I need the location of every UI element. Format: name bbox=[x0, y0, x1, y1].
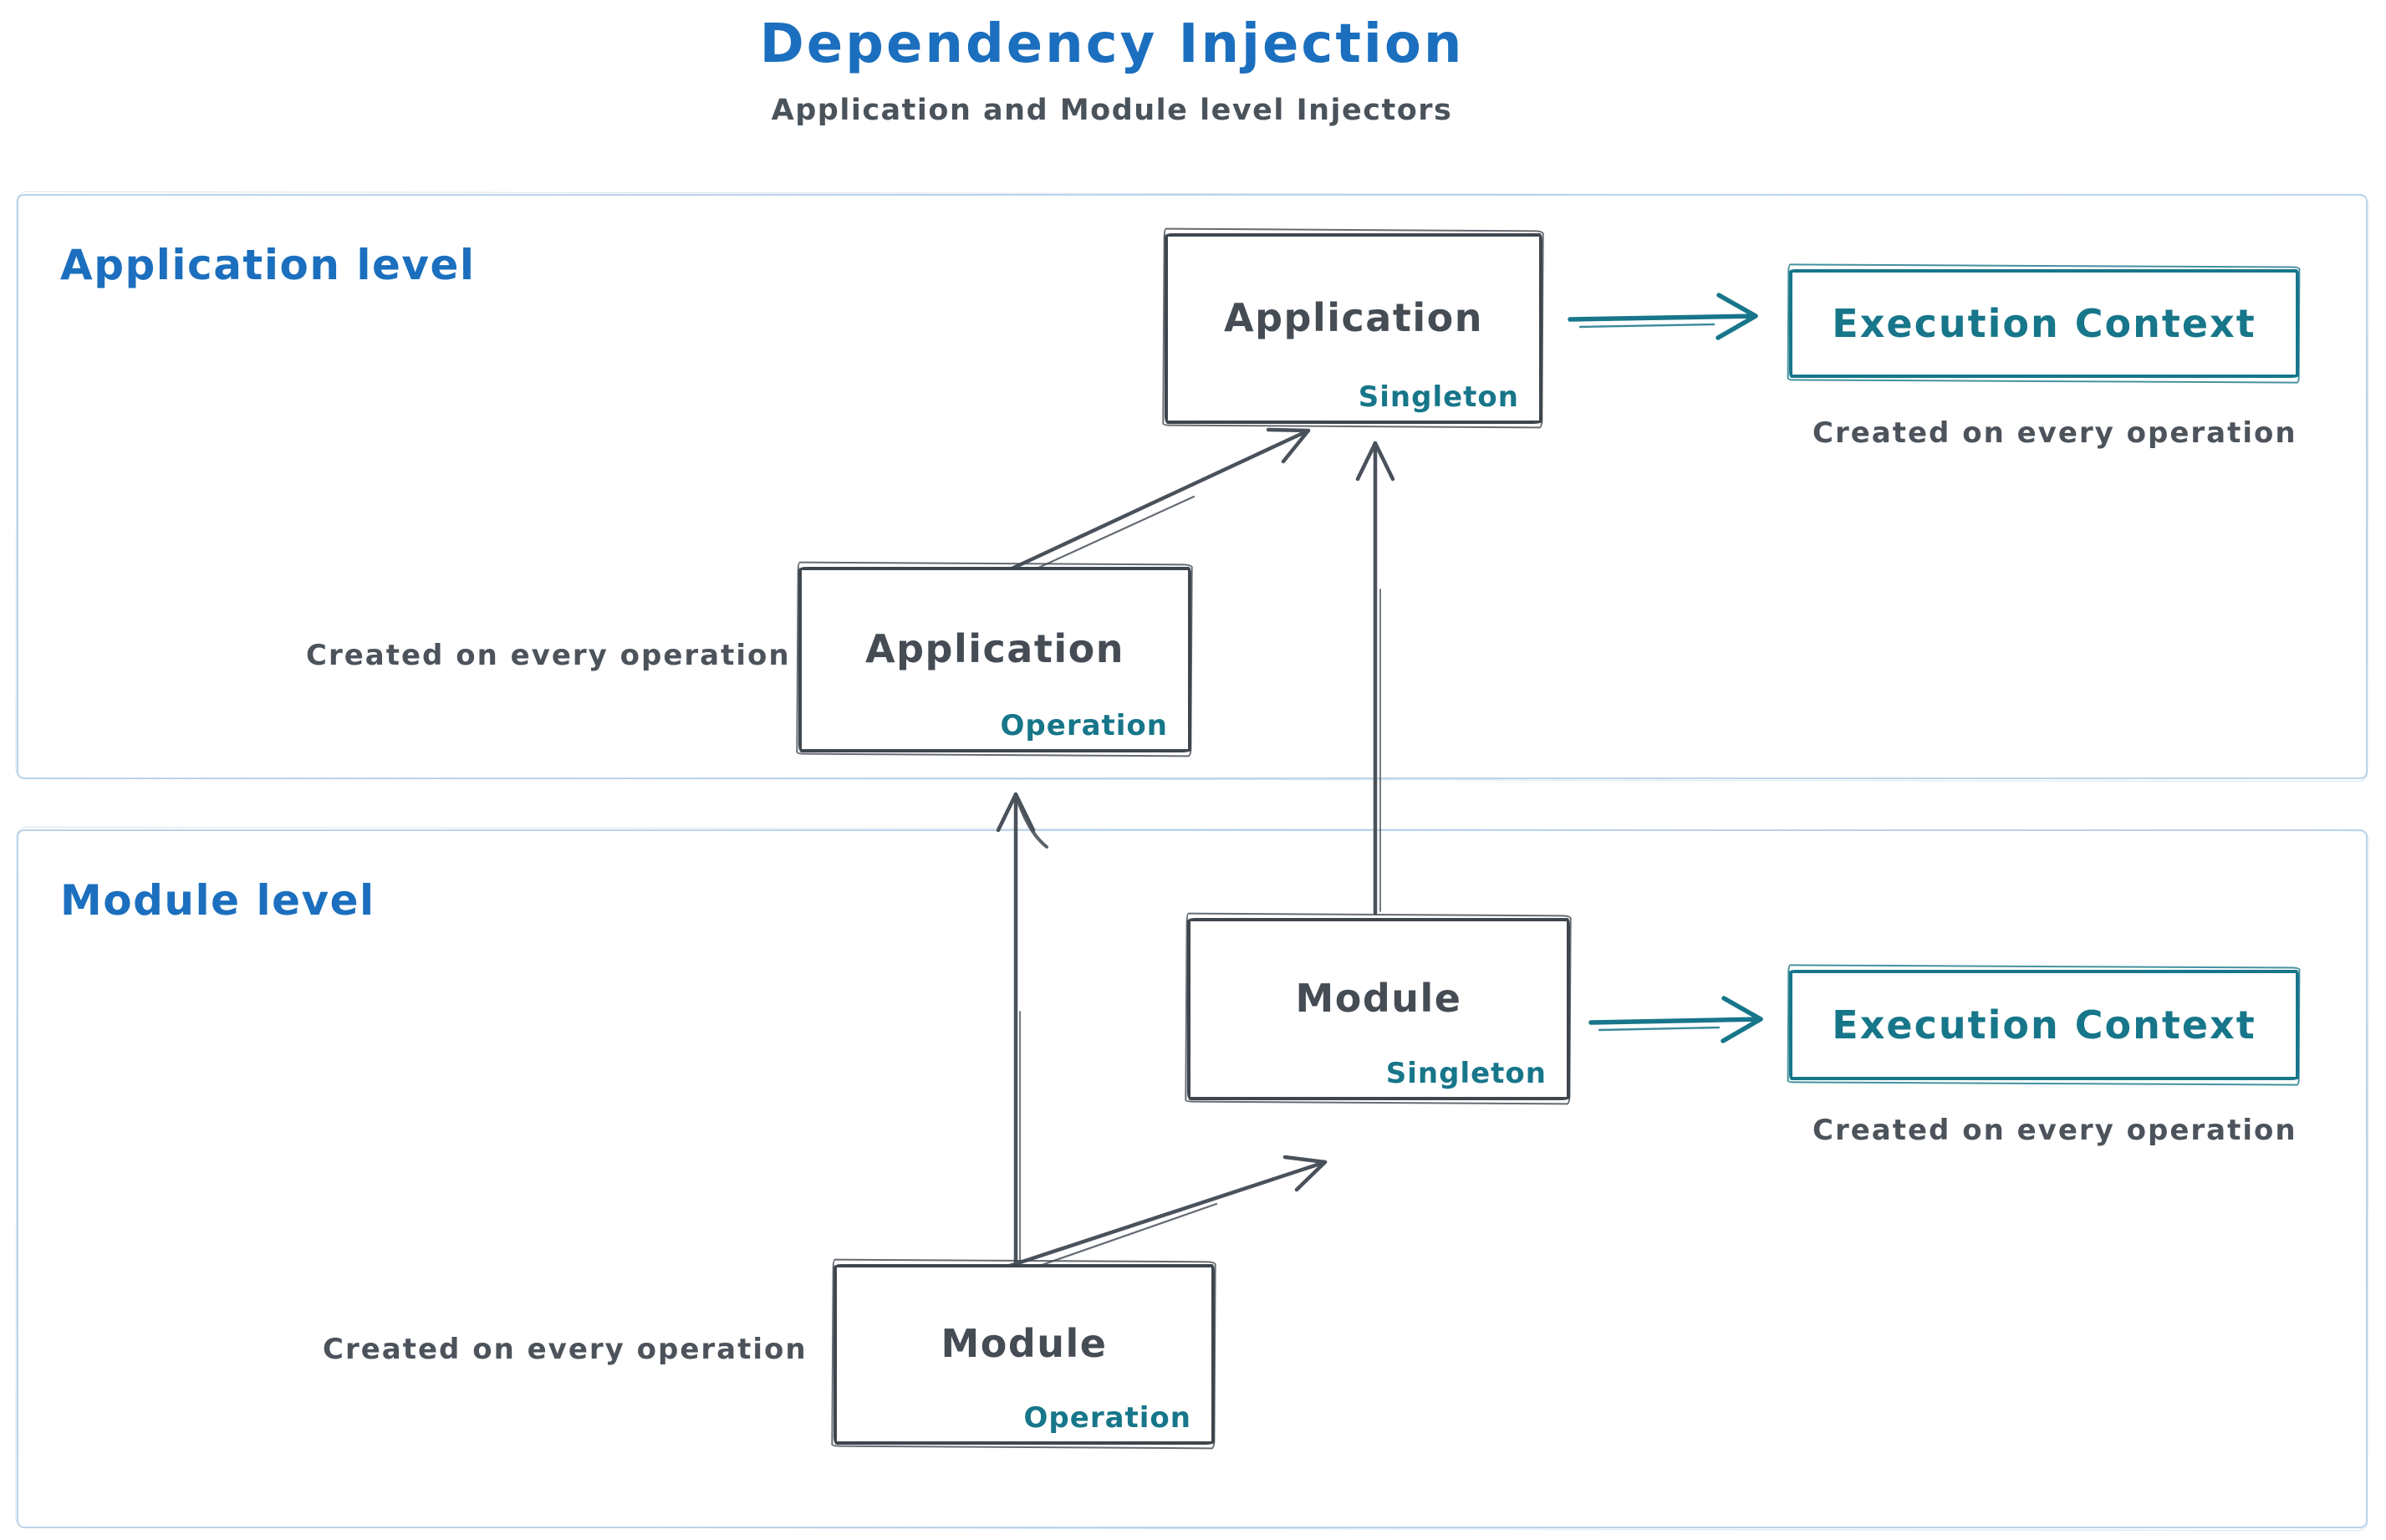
node-application-operation: Application Operation bbox=[798, 567, 1191, 752]
caption-application-operation: Created on every operation bbox=[306, 639, 791, 672]
page-subtitle: Application and Module level Injectors bbox=[771, 94, 1453, 127]
node-title: Module bbox=[941, 1321, 1108, 1367]
node-title: Application bbox=[865, 626, 1124, 672]
page-title: Dependency Injection bbox=[759, 13, 1465, 75]
caption-exec-context-application: Created on every operation bbox=[1812, 416, 2297, 450]
node-application-singleton: Application Singleton bbox=[1165, 233, 1542, 424]
title-block: Dependency Injection Application and Mod… bbox=[0, 13, 2224, 127]
node-badge-operation: Operation bbox=[1000, 709, 1168, 742]
node-badge-singleton: Singleton bbox=[1358, 380, 1519, 414]
section-module-level bbox=[17, 829, 2368, 1528]
node-module-singleton: Module Singleton bbox=[1187, 918, 1570, 1100]
node-badge-operation: Operation bbox=[1023, 1401, 1191, 1435]
execution-context-box-application: Execution Context bbox=[1789, 269, 2299, 378]
arrow-module-singleton-to-app-singleton bbox=[1355, 441, 1395, 915]
caption-module-operation: Created on every operation bbox=[323, 1333, 808, 1366]
node-title: Application bbox=[1224, 295, 1483, 341]
arrow-module-operation-to-app-operation bbox=[996, 792, 1048, 1265]
arrow-module-singleton-to-execution-context bbox=[1588, 996, 1763, 1043]
node-title: Module bbox=[1295, 976, 1462, 1022]
application-level-label: Application level bbox=[60, 241, 476, 289]
execution-context-label: Execution Context bbox=[1832, 301, 2256, 346]
execution-context-box-module: Execution Context bbox=[1789, 970, 2299, 1080]
caption-exec-context-module: Created on every operation bbox=[1812, 1114, 2297, 1147]
section-application-level bbox=[17, 194, 2368, 779]
arrow-app-singleton-to-execution-context bbox=[1568, 293, 1758, 340]
node-module-operation: Module Operation bbox=[834, 1264, 1215, 1445]
node-badge-singleton: Singleton bbox=[1385, 1057, 1547, 1090]
arrow-module-operation-to-module-singleton bbox=[1005, 1155, 1328, 1277]
module-level-label: Module level bbox=[60, 876, 375, 925]
execution-context-label: Execution Context bbox=[1832, 1002, 2256, 1048]
